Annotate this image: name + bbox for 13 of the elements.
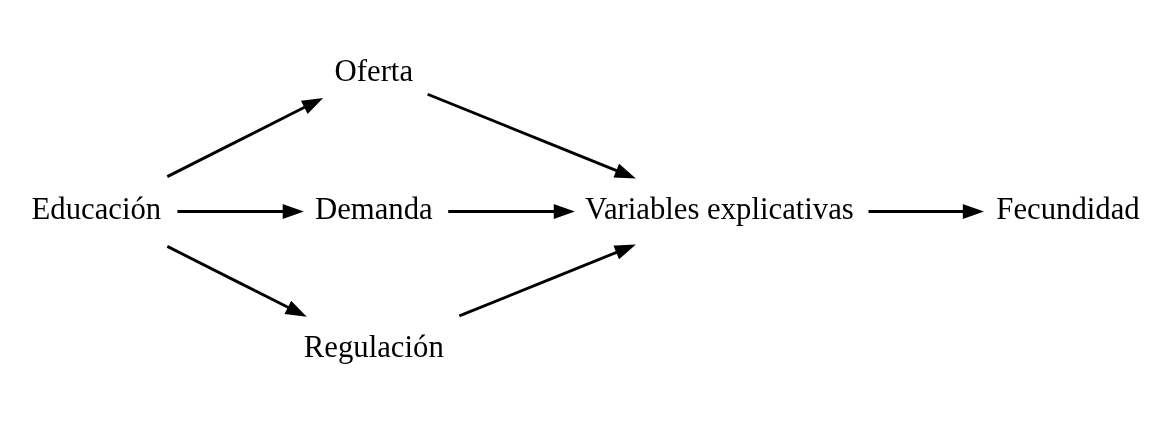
- node-text: Fecundidad: [996, 191, 1140, 226]
- arrow: [868, 203, 984, 219]
- arrow: [427, 92, 636, 178]
- node-text: Demanda: [314, 191, 433, 226]
- arrow: [448, 203, 575, 219]
- node-text: Oferta: [334, 53, 414, 88]
- node-text: Regulación: [303, 329, 444, 364]
- arrow: [177, 203, 304, 219]
- node-text: Educación: [31, 191, 162, 226]
- arrow: [166, 244, 307, 317]
- arrow: [166, 97, 324, 178]
- arrow: [458, 244, 636, 317]
- node-text: Variables explicativas: [585, 191, 854, 226]
